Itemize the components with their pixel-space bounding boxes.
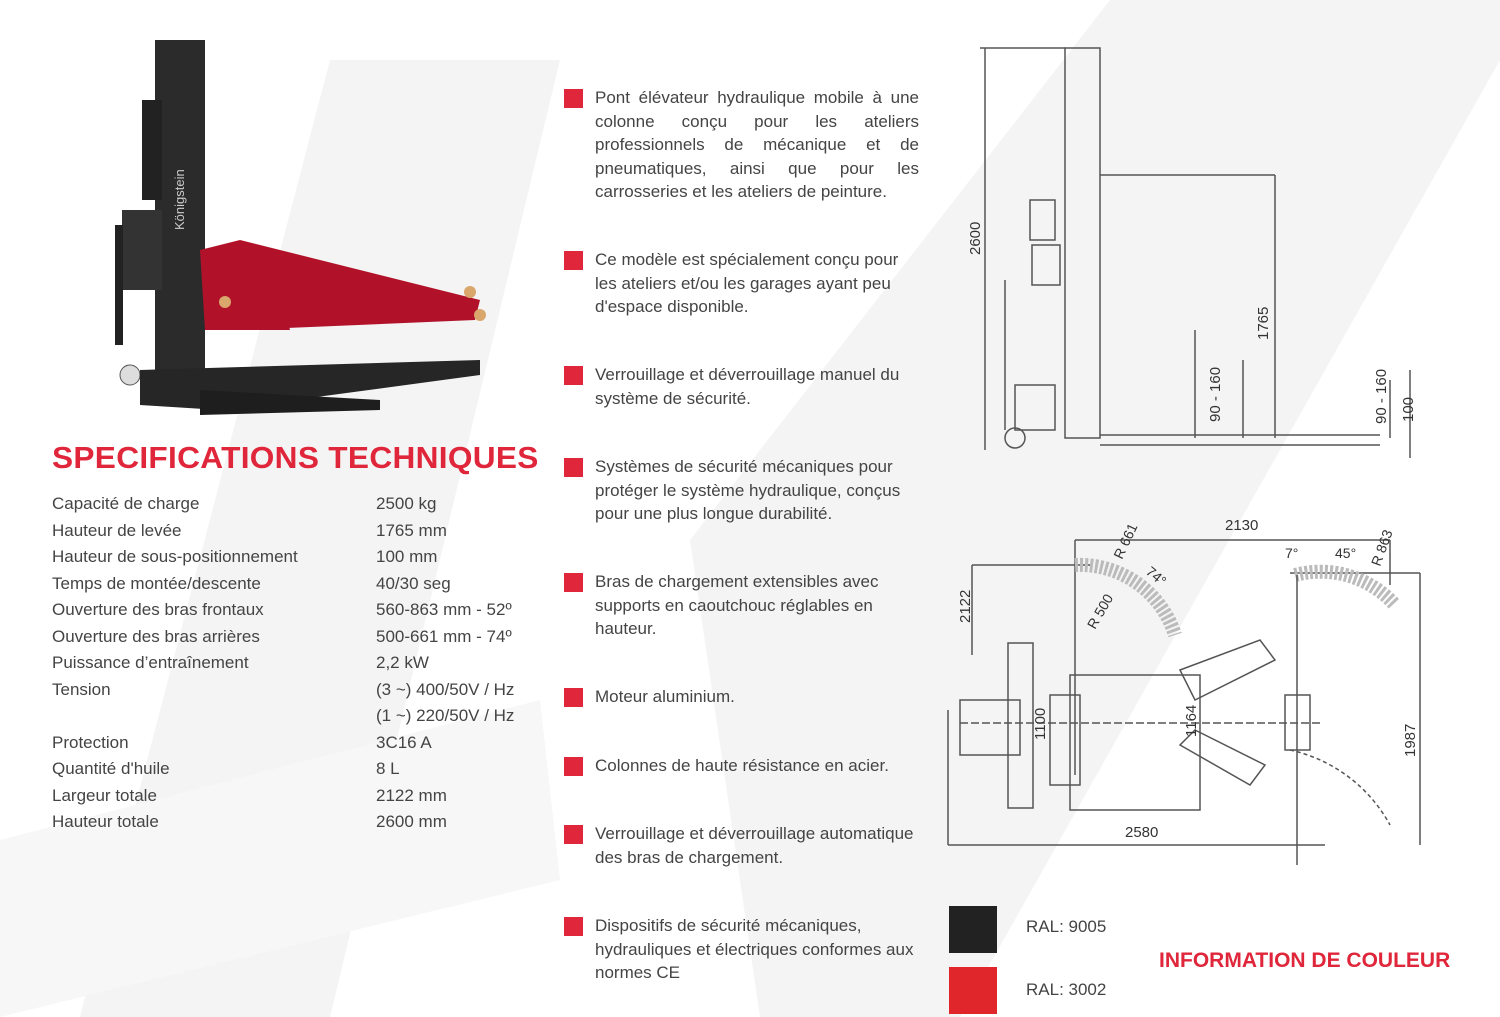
feature-item: Ce modèle est spécialement conçu pour le… xyxy=(564,248,919,319)
spec-row: Protection 3C16 A xyxy=(52,730,542,757)
dim-r500: R 500 xyxy=(1084,591,1117,632)
dim-2130: 2130 xyxy=(1225,517,1258,534)
dim-45deg: 45° xyxy=(1335,545,1356,561)
ral-red-label: RAL: 3002 xyxy=(1026,980,1107,999)
feature-text: Verrouillage et déverrouillage manuel du… xyxy=(595,365,900,408)
feature-item: Dispositifs de sécurité mécaniques, hydr… xyxy=(564,914,919,985)
bullet-square-icon xyxy=(564,688,583,707)
product-lift-image: Königstein xyxy=(115,40,486,415)
feature-item: Verrouillage et déverrouillage automatiq… xyxy=(564,822,919,869)
spec-row: Quantité d'huile 8 L xyxy=(52,756,542,783)
brand-label: Königstein xyxy=(172,169,187,230)
spec-label: Temps de montée/descente xyxy=(52,573,261,593)
specs-table: Capacité de charge 2500 kg Hauteur de levé… xyxy=(52,491,542,836)
spec-row: Ouverture des bras arrières 500-661 mm - … xyxy=(52,624,542,651)
spec-label: Tension xyxy=(52,679,111,699)
color-info-title: INFORMATION DE COULEUR xyxy=(1159,949,1451,972)
feature-item: Pont élévateur hydraulique mobile à une … xyxy=(564,86,919,204)
dim-2600: 2600 xyxy=(967,222,984,255)
side-view-drawing: 2600 1765 90 - 160 90 - 160 100 xyxy=(967,47,1417,458)
spec-label: Hauteur totale xyxy=(52,812,159,831)
spec-row: Puissance d’entraînement 2,2 kW xyxy=(52,650,542,677)
specs-title: SPECIFICATIONS TECHNIQUES xyxy=(52,440,539,475)
spec-value: 560-863 mm - 52º xyxy=(376,600,512,619)
feature-item: Verrouillage et déverrouillage manuel du… xyxy=(564,363,919,410)
spec-row: Tension (3 ~) 400/50V / Hz xyxy=(52,677,542,704)
spec-label: Quantité d'huile xyxy=(52,759,170,778)
feature-item: Bras de chargement extensibles avec supp… xyxy=(564,570,919,641)
dim-1765: 1765 xyxy=(1255,307,1272,340)
spec-row: Hauteur totale 2600 mm xyxy=(52,809,542,836)
spec-value: 500-661 mm - 74º xyxy=(376,626,512,646)
bullet-square-icon xyxy=(564,917,583,936)
feature-text: Moteur aluminium. xyxy=(595,687,735,706)
feature-text: Colonnes de haute résistance en acier. xyxy=(595,756,889,775)
spec-label xyxy=(52,703,376,730)
bullet-square-icon xyxy=(564,89,583,108)
bullet-square-icon xyxy=(564,825,583,844)
spec-value: 2,2 kW xyxy=(376,653,429,672)
spec-value: 3C16 A xyxy=(376,732,432,752)
feature-text: Systèmes de sécurité mécaniques pour pro… xyxy=(595,457,901,523)
spec-value: 1765 mm xyxy=(376,520,447,540)
spec-value: (3 ~) 400/50V / Hz xyxy=(376,679,515,699)
top-view-drawing: 2130 R 661 74° R 500 7° 45° R 863 2122 1… xyxy=(947,517,1421,865)
spec-row: Ouverture des bras frontaux 560-863 mm - … xyxy=(52,597,542,624)
spec-value: 100 mm xyxy=(376,547,438,566)
spec-value: 8 L xyxy=(376,759,400,778)
dim-1100: 1100 xyxy=(1032,708,1049,740)
dim-2580: 2580 xyxy=(1125,824,1158,841)
dim-2122: 2122 xyxy=(957,590,974,623)
spec-label: Largeur totale xyxy=(52,785,157,805)
bullet-square-icon xyxy=(564,366,583,385)
ral-black-label: RAL: 9005 xyxy=(1026,917,1107,936)
spec-value: 40/30 seg xyxy=(376,573,451,593)
spec-label: Hauteur de sous-positionnement xyxy=(52,547,298,566)
spec-label: Protection xyxy=(52,732,129,752)
dim-90-160-a: 90 - 160 xyxy=(1207,367,1224,422)
feature-item: Systèmes de sécurité mécaniques pour pro… xyxy=(564,455,919,526)
dim-1164: 1164 xyxy=(1183,705,1200,737)
dim-r863: R 863 xyxy=(1368,527,1396,568)
feature-text: Ce modèle est spécialement conçu pour le… xyxy=(595,250,899,316)
feature-text: Dispositifs de sécurité mécaniques, hydr… xyxy=(595,916,914,982)
spec-row: Hauteur de levée 1765 mm xyxy=(52,518,542,545)
spec-row: Hauteur de sous-positionnement 100 mm xyxy=(52,544,542,571)
spec-row: (1 ~) 220/50V / Hz xyxy=(52,703,542,730)
spec-label: Capacité de charge xyxy=(52,494,200,513)
dim-74deg: 74° xyxy=(1143,563,1170,589)
spec-row: Capacité de charge 2500 kg xyxy=(52,491,542,518)
bullet-square-icon xyxy=(564,458,583,477)
bullet-square-icon xyxy=(564,757,583,776)
color-swatch-red xyxy=(949,967,997,1014)
spec-value: 2500 kg xyxy=(376,494,437,513)
bullet-square-icon xyxy=(564,251,583,270)
bullet-square-icon xyxy=(564,573,583,592)
spec-row: Temps de montée/descente 40/30 seg xyxy=(52,571,542,598)
spec-value: (1 ~) 220/50V / Hz xyxy=(376,706,515,725)
feature-text: Verrouillage et déverrouillage automatiq… xyxy=(595,824,914,867)
color-swatch-black xyxy=(949,906,997,953)
dim-1987: 1987 xyxy=(1402,724,1419,757)
spec-label: Ouverture des bras frontaux xyxy=(52,600,264,619)
dim-90-160-b: 90 - 160 xyxy=(1373,369,1390,424)
spec-value: 2600 mm xyxy=(376,812,447,831)
dim-100: 100 xyxy=(1400,397,1417,422)
dim-7deg: 7° xyxy=(1285,545,1298,561)
spec-label: Ouverture des bras arrières xyxy=(52,626,260,646)
spec-value: 2122 mm xyxy=(376,785,447,805)
feature-text: Pont élévateur hydraulique mobile à une … xyxy=(595,88,919,201)
spec-label: Hauteur de levée xyxy=(52,520,182,540)
spec-row: Largeur totale 2122 mm xyxy=(52,783,542,810)
feature-item: Colonnes de haute résistance en acier. xyxy=(564,754,919,778)
feature-text: Bras de chargement extensibles avec supp… xyxy=(595,572,879,638)
spec-label: Puissance d’entraînement xyxy=(52,653,249,672)
feature-item: Moteur aluminium. xyxy=(564,685,919,709)
dim-r661: R 661 xyxy=(1110,520,1140,561)
